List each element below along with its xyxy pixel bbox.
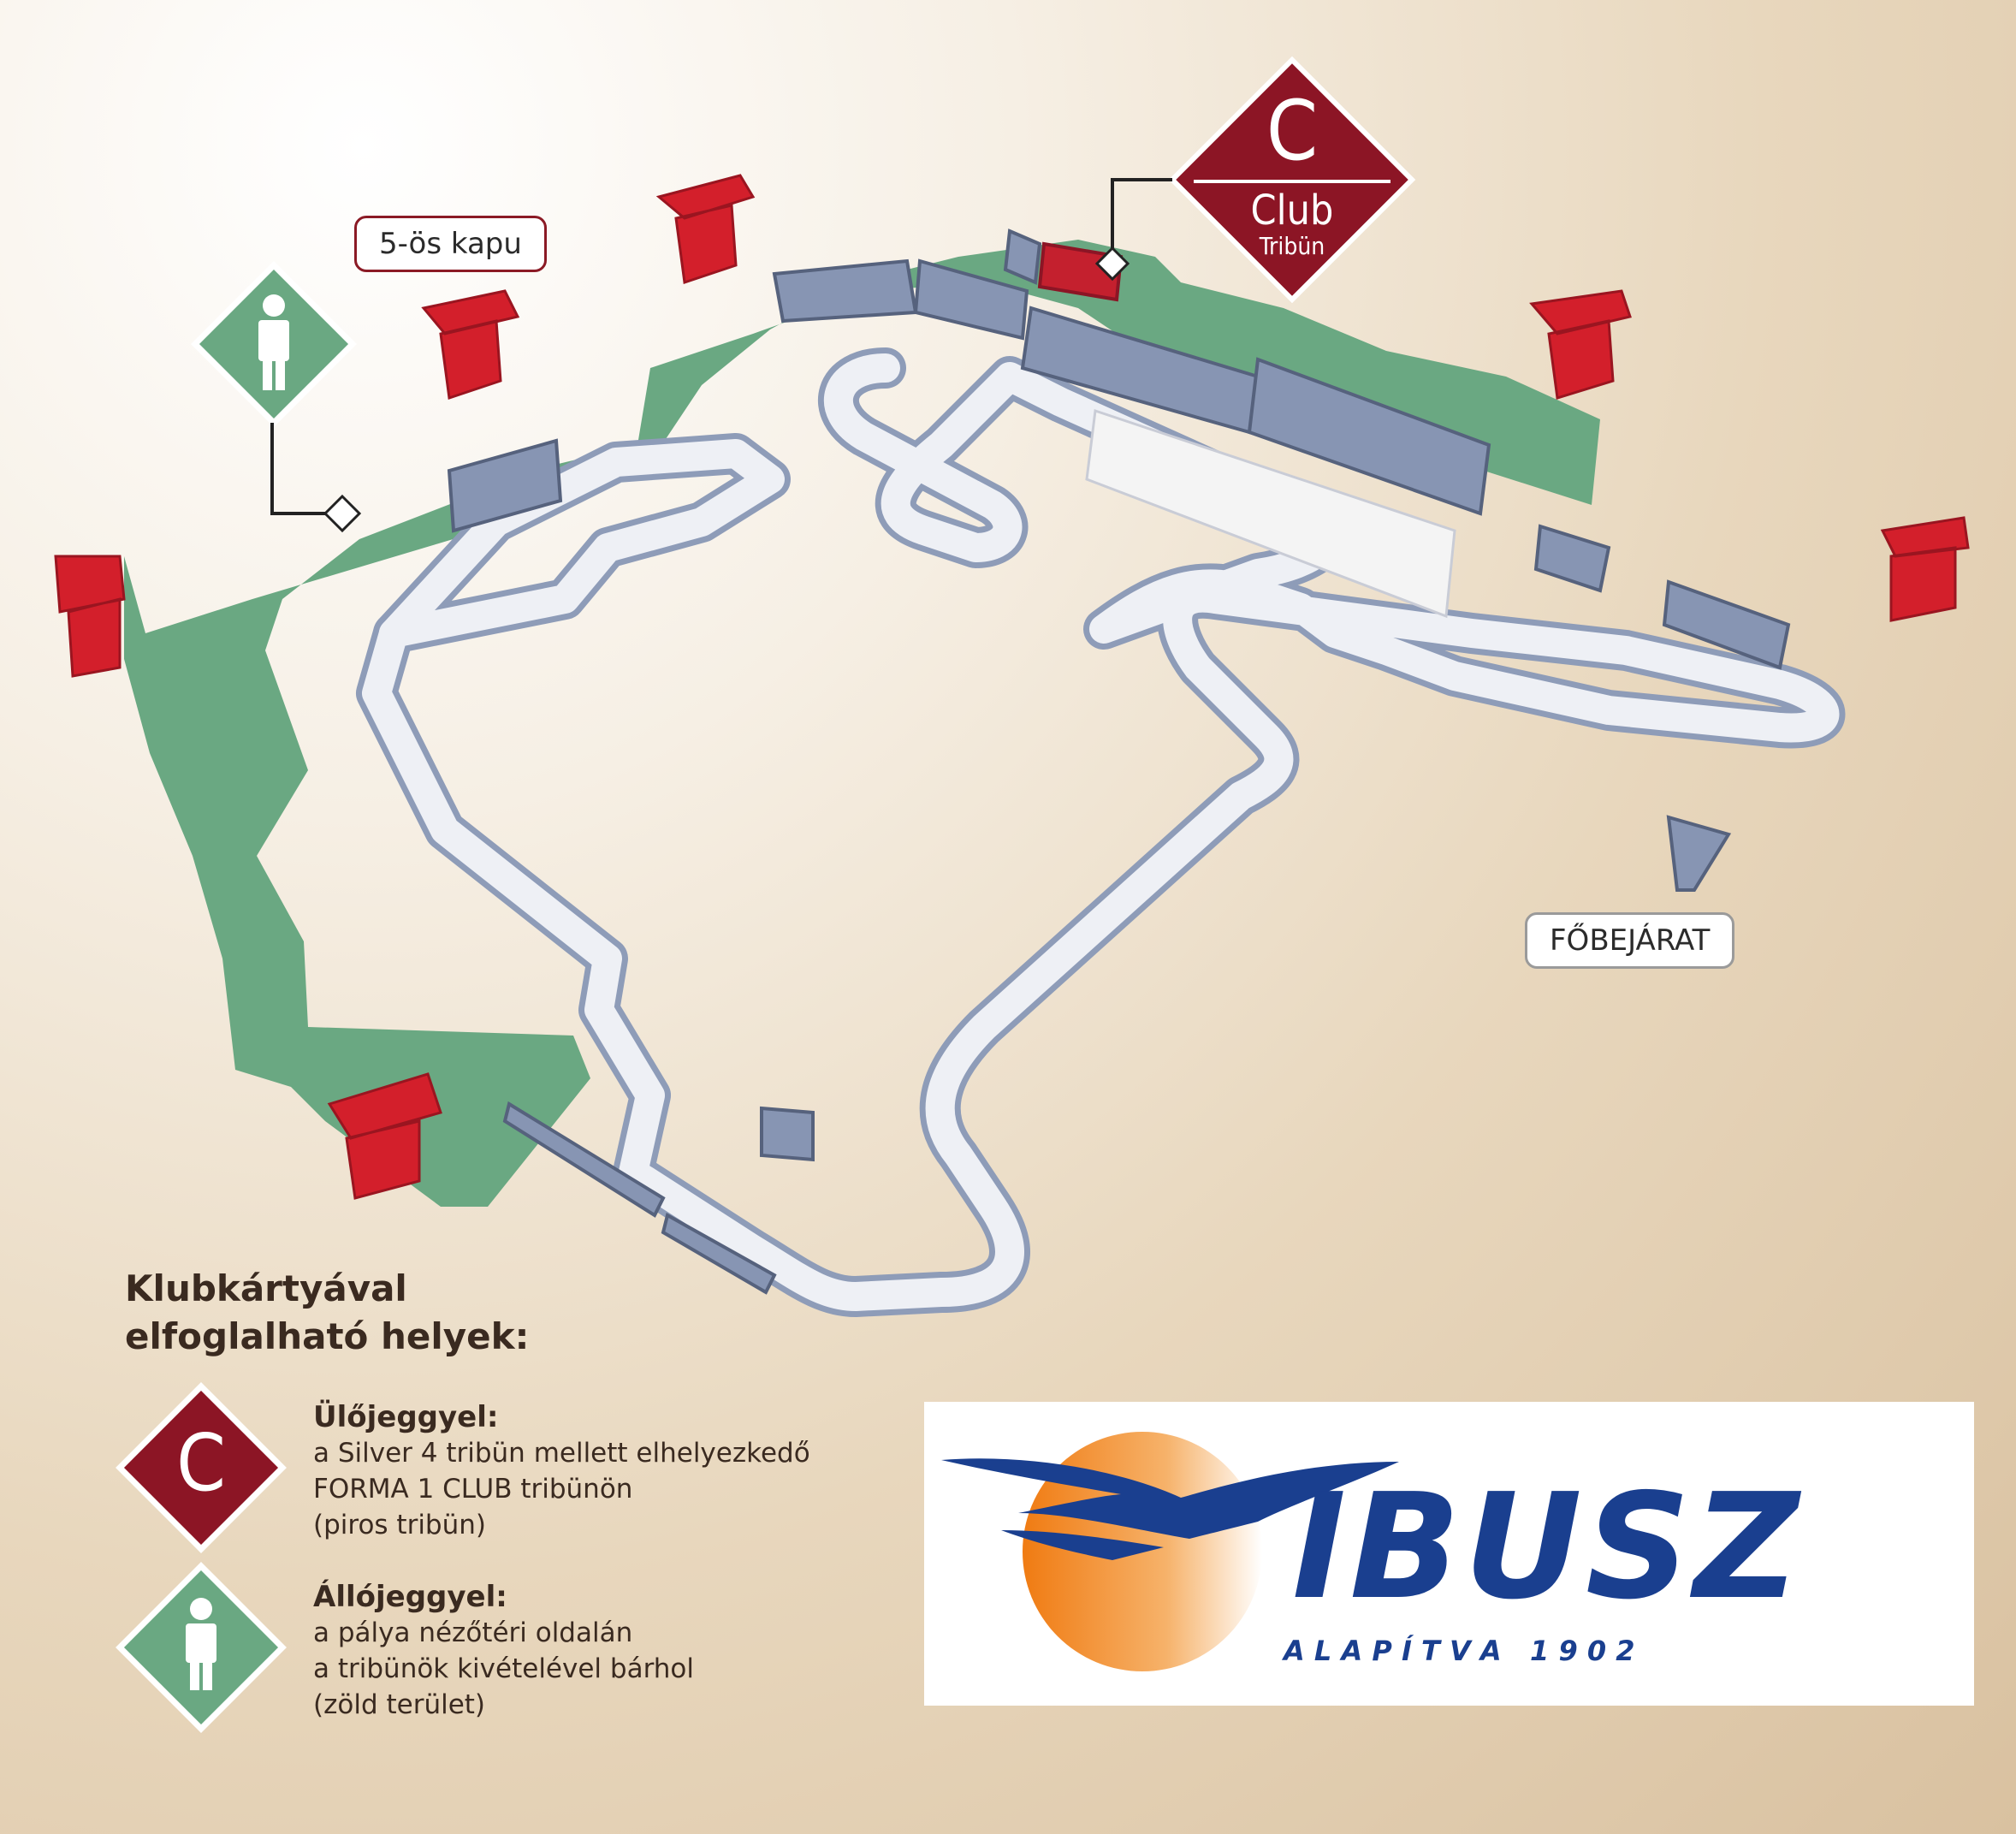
legend-seated-diamond	[116, 1382, 287, 1553]
legend-seated-line: (piros tribün)	[313, 1510, 486, 1540]
gate-kiosk	[1880, 516, 1970, 622]
ibusz-logo: IBUSZ A L A P Í T V A 1 9 0 2	[924, 1402, 1974, 1706]
club-sign-pointer-dot	[1094, 246, 1130, 282]
gate-5-label: 5-ös kapu	[354, 216, 547, 272]
standing-sign-pointer-dot	[323, 494, 362, 533]
club-sign-pointer	[1111, 178, 1172, 261]
club-tribune	[1037, 241, 1124, 302]
person-icon	[258, 294, 289, 390]
legend-seated-line: FORMA 1 CLUB tribünön	[313, 1474, 633, 1505]
gate-kiosk	[421, 289, 520, 400]
legend-seated-letter: C	[176, 1417, 226, 1509]
logo-wordmark: IBUSZ	[1292, 1463, 1803, 1632]
legend-seated-heading: Ülőjeggyel:	[313, 1400, 499, 1434]
grandstands	[447, 229, 1791, 1295]
gate-kiosk	[54, 555, 126, 678]
ibusz-logo-graphic	[941, 1432, 1399, 1671]
legend-title-line2: elfoglalható helyek:	[125, 1315, 530, 1357]
gate-kiosk	[327, 1072, 442, 1200]
gate-kiosk	[655, 174, 756, 284]
standing-sign-pointer	[270, 423, 325, 515]
legend-seated-line: a Silver 4 tribün mellett elhelyezkedő	[313, 1438, 810, 1469]
gate-kiosks	[54, 174, 1970, 1200]
main-entrance-label: FŐBEJÁRAT	[1525, 912, 1735, 969]
logo-tagline: A L A P Í T V A 1 9 0 2	[1284, 1635, 1635, 1667]
gate-kiosk	[1529, 289, 1632, 400]
legend-title-line1: Klubkártyával	[125, 1267, 407, 1309]
bird-icon	[941, 1458, 1399, 1539]
club-sign-name: Club	[1250, 187, 1334, 234]
pit-building	[1085, 408, 1456, 619]
person-icon	[186, 1598, 216, 1690]
legend-standing-line: a tribünök kivételével bárhol	[313, 1653, 694, 1684]
legend-standing-line: a pálya nézőtéri oldalán	[313, 1617, 633, 1648]
club-sign-sub: Tribün	[1259, 232, 1325, 260]
legend-standing-heading: Állójeggyel:	[313, 1580, 507, 1614]
legend-standing-line: (zöld terület)	[313, 1689, 486, 1720]
legend-title: Klubkártyával elfoglalható helyek:	[125, 1265, 529, 1361]
club-sign-letter: C	[1266, 83, 1319, 179]
